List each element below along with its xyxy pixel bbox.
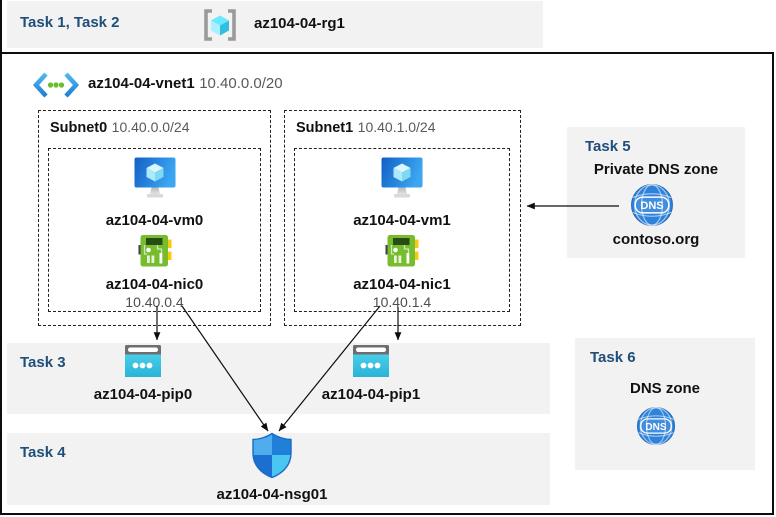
nic0-name: az104-04-nic0 <box>105 276 204 293</box>
subnet0-content: az104-04-vm0 az104-04-nic0 10.40.0.4 <box>49 150 260 310</box>
dns-zone-title: DNS zone <box>629 380 700 397</box>
svg-text:DNS: DNS <box>640 200 663 212</box>
subnet0-inner-box <box>48 148 261 312</box>
vnet-cidr: 10.40.0.0/20 <box>199 75 283 92</box>
task4-label: Task 4 <box>20 444 66 461</box>
pip0-group: az104-04-pip0 <box>68 345 218 403</box>
task1-2-band: Task 1, Task 2 az104-04-rg1 <box>7 1 543 48</box>
task6-box: Task 6 DNS zone DNS <box>575 338 755 470</box>
private-dns-zone-title: Private DNS zone <box>593 161 719 178</box>
vnet-name: az104-04-vnet1 <box>88 75 195 92</box>
private-dns-zone-name: contoso.org <box>612 231 700 248</box>
nsg-name: az104-04-nsg01 <box>216 486 328 503</box>
subnet0-name: Subnet0 <box>50 120 108 136</box>
nsg-group: az104-04-nsg01 <box>197 432 347 503</box>
public-ip1-icon <box>353 345 389 382</box>
nic0-icon <box>138 234 172 273</box>
nic1-icon <box>385 234 419 273</box>
task5-box: Task 5 Private DNS zone DNS contoso.org <box>567 127 745 258</box>
pip1-name: az104-04-pip1 <box>321 386 421 403</box>
subnet1-title: Subnet1 10.40.1.0/24 <box>296 119 436 137</box>
vnet-title: az104-04-vnet1 10.40.0.0/20 <box>88 75 283 93</box>
resource-group-icon <box>202 8 238 47</box>
nic1-name: az104-04-nic1 <box>353 276 451 293</box>
pip1-group: az104-04-pip1 <box>296 345 446 403</box>
vm0-icon <box>133 156 177 207</box>
subnet1-inner-box <box>294 148 510 312</box>
nic1-ip: 10.40.1.4 <box>372 294 432 310</box>
dns-zone-icon: DNS <box>636 406 676 451</box>
resource-group-name: az104-04-rg1 <box>254 15 345 32</box>
task5-label: Task 5 <box>585 138 631 155</box>
subnet1-content: az104-04-vm1 az104-04-nic1 10.40.1.4 <box>295 150 509 310</box>
task3-band: Task 3 <box>7 343 550 414</box>
public-ip0-icon <box>125 345 161 382</box>
subnet1-box <box>284 110 521 326</box>
network-security-group-shield-icon <box>251 432 293 484</box>
vm1-name: az104-04-vm1 <box>353 212 451 229</box>
vm0-name: az104-04-vm0 <box>105 212 204 229</box>
private-dns-zone-icon: DNS <box>630 183 674 232</box>
subnet1-name: Subnet1 <box>296 120 354 136</box>
nic0-ip: 10.40.0.4 <box>125 294 184 310</box>
vm1-icon <box>380 156 424 207</box>
task6-label: Task 6 <box>590 349 636 366</box>
subnet0-box <box>38 110 271 326</box>
diagram-left-border <box>0 0 2 53</box>
subnet0-title: Subnet0 10.40.0.0/24 <box>50 119 190 137</box>
subnet0-cidr: 10.40.0.0/24 <box>111 119 190 135</box>
subnet1-cidr: 10.40.1.0/24 <box>357 119 436 135</box>
pip0-name: az104-04-pip0 <box>93 386 193 403</box>
task3-label: Task 3 <box>20 354 66 371</box>
virtual-network-icon <box>32 71 80 104</box>
svg-text:DNS: DNS <box>645 422 666 433</box>
task1-2-label: Task 1, Task 2 <box>20 14 120 31</box>
